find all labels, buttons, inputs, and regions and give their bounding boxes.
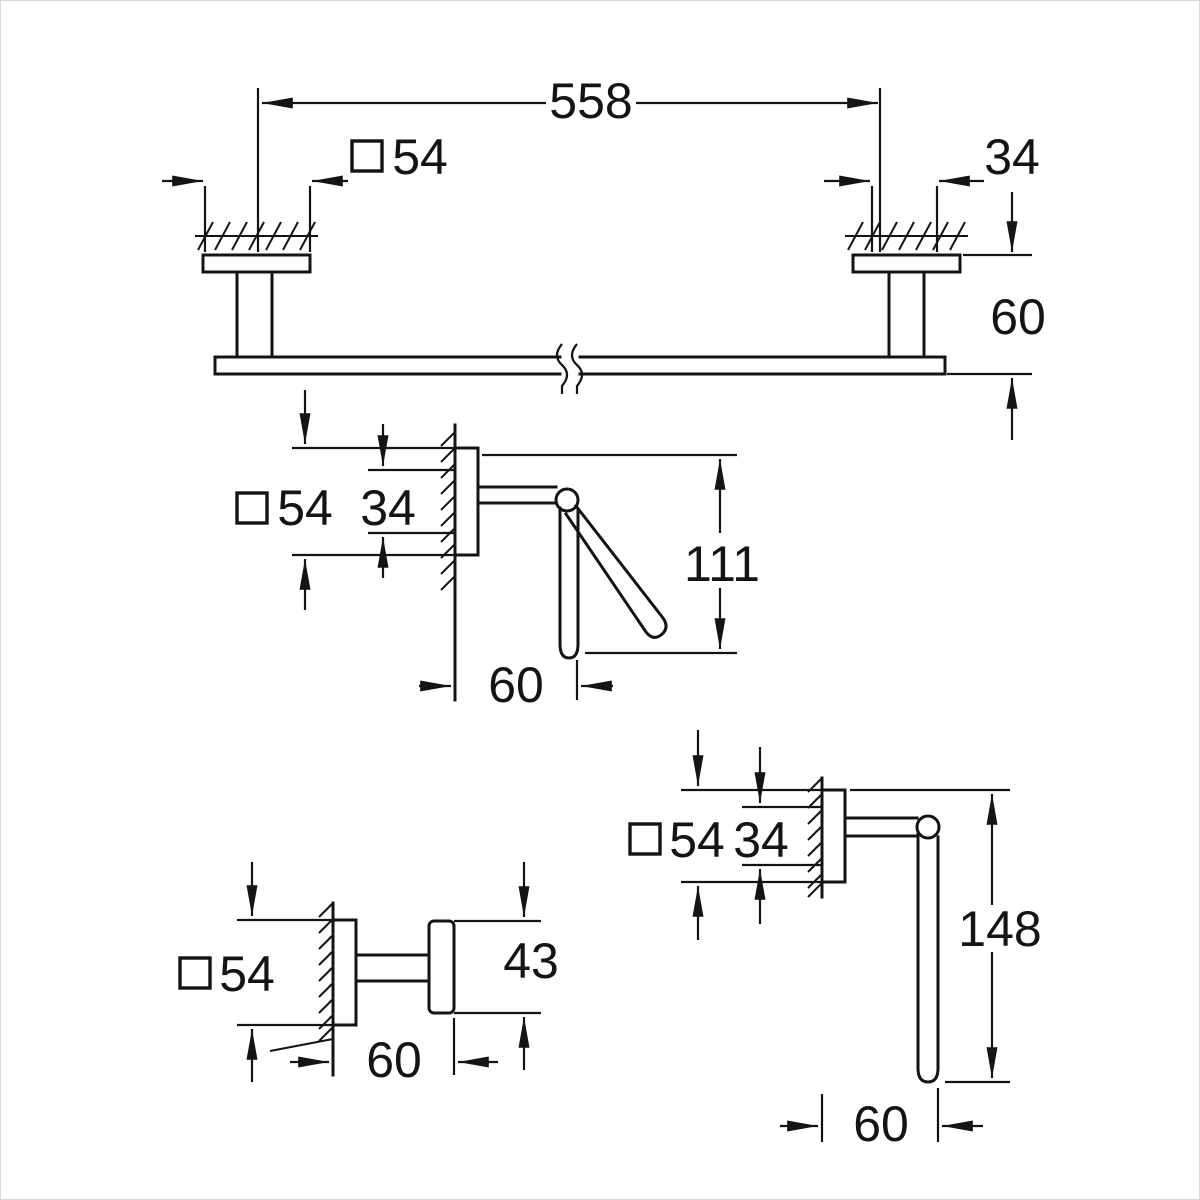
hook-bar	[427, 919, 456, 1015]
hook-outline	[331, 901, 431, 1077]
bar-break-symbol	[555, 343, 584, 394]
dim-inner-label: 34	[360, 480, 416, 536]
dim-length-label: 558	[549, 73, 632, 129]
paper-holder-view: 54 34 111 60	[235, 390, 760, 713]
extension-lines	[237, 918, 541, 1075]
extension-lines	[292, 446, 737, 700]
square-dimension-icon	[178, 956, 212, 990]
extension-lines	[681, 788, 1010, 1142]
dim-square-label: 54	[219, 946, 275, 1002]
dim-square-label: 54	[392, 129, 448, 185]
dim-depth-label: 60	[488, 657, 544, 713]
dim-depth-label: 60	[853, 1096, 909, 1152]
dim-height-label: 43	[503, 933, 559, 989]
pivot-circle	[915, 814, 941, 840]
square-dimension-icon	[350, 139, 384, 173]
dim-depth-label: 60	[366, 1032, 422, 1088]
dim-square-label: 54	[669, 812, 725, 868]
extension-lines	[203, 88, 1032, 376]
holder-ring-view: 54 34 148 60	[628, 730, 1042, 1152]
dim-inner-label: 34	[733, 812, 789, 868]
wall-hatch-right	[845, 221, 968, 251]
dim-offset-label: 34	[984, 129, 1040, 185]
pivot-circle	[554, 487, 580, 513]
ring-outline	[820, 776, 940, 1084]
dim-height-label: 111	[684, 536, 760, 592]
wall-hatch-left	[195, 221, 318, 251]
paper-holder-outline	[453, 423, 668, 702]
wall-hatch	[440, 431, 456, 591]
wall-hatch	[807, 777, 823, 898]
dim-depth-label: 60	[990, 289, 1046, 345]
towel-bar-outline	[201, 253, 962, 376]
square-dimension-icon	[235, 491, 269, 525]
dim-square-label: 54	[277, 480, 333, 536]
robe-hook-view: 54 43 60	[178, 862, 559, 1088]
square-dimension-icon	[628, 822, 662, 856]
wall-hatch	[269, 902, 334, 1052]
dim-height-label: 148	[958, 901, 1041, 957]
towel-bar-view: 558 54 34 60	[162, 73, 1046, 440]
